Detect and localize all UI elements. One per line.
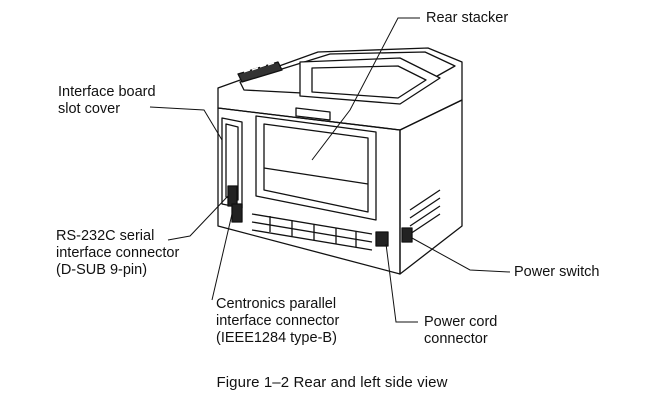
leader-power-cord [385,243,418,323]
leader-power-switch [411,237,511,273]
leader-centronics [211,213,233,301]
leader-rs232c [167,195,229,241]
rear-stacker-tray [299,57,441,105]
leader-rear-stacker [311,17,420,161]
label-power-switch: Power switch [514,264,600,280]
label-centronics-connector: Centronics parallel interface connector … [216,296,340,346]
label-rear-stacker: Rear stacker [426,10,509,26]
printer-side-face [399,99,463,275]
rs232c-port [227,185,238,207]
label-interface-board-slot-cover: Interface board slot cover [58,84,156,117]
label-rs232c-connector: RS-232C serial interface connector (D-SU… [56,228,180,278]
power-switch [401,227,413,243]
centronics-port [231,203,243,223]
top-vent-grille [237,61,283,83]
figure-caption: Figure 1–2 Rear and left side view [216,374,448,391]
leader-slot-cover [149,106,223,141]
label-power-cord-connector: Power cord connector [424,314,498,347]
power-cord-socket [375,231,389,247]
side-vent-grille [409,189,441,235]
printer-rear-face [217,107,401,275]
